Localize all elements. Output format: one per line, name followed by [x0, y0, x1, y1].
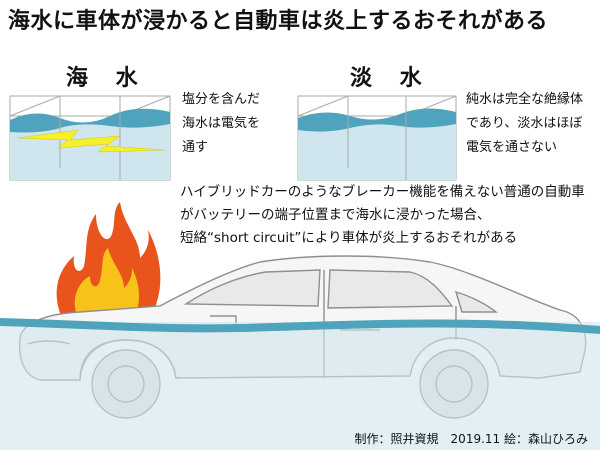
page-title: 海水に車体が浸かると自動車は炎上するおそれがある — [8, 9, 549, 34]
freshwater-note-line: であり、淡水はほぼ — [466, 116, 583, 131]
freshwater-note: 純水は完全な絶縁体 であり、淡水はほぼ 電気を通さない — [466, 88, 583, 160]
credit-line: 制作：照井資規 2019.11 絵：森山ひろみ — [354, 432, 588, 446]
freshwater-surface — [298, 108, 456, 132]
seawater-tank — [9, 95, 171, 181]
caption-line: 短絡“short circuit”により車体が炎上するおそれがある — [180, 230, 518, 246]
caption-line: がバッテリーの端子位置まで海水に浸かった場合、 — [180, 207, 491, 223]
flood-water — [0, 322, 600, 450]
freshwater-label: 淡 水 — [350, 66, 432, 91]
freshwater-note-line: 純水は完全な絶縁体 — [466, 92, 584, 107]
rear-window — [327, 269, 454, 309]
seawater-note: 塩分を含んだ 海水は電気を 通す — [182, 88, 260, 160]
seawater-note-line: 海水は電気を — [182, 116, 261, 131]
explanation-caption: ハイブリッドカーのようなブレーカー機能を備えない普通の自動車 がバッテリーの端子… — [180, 181, 585, 250]
seawater-note-line: 塩分を含んだ — [182, 92, 261, 107]
freshwater-note-line: 電気を通さない — [466, 140, 558, 155]
flood-surface — [0, 318, 600, 334]
quarter-window — [454, 290, 498, 313]
seawater-label: 海 水 — [66, 66, 148, 91]
lightning-icon — [17, 129, 166, 153]
fire-icon — [56, 202, 161, 318]
front-window — [183, 269, 321, 307]
freshwater-tank — [297, 95, 457, 181]
caption-line: ハイブリッドカーのようなブレーカー機能を備えない普通の自動車 — [180, 184, 585, 200]
seawater-note-line: 通す — [182, 140, 209, 155]
flame-inner — [74, 248, 139, 318]
seawater-surface — [10, 108, 170, 133]
